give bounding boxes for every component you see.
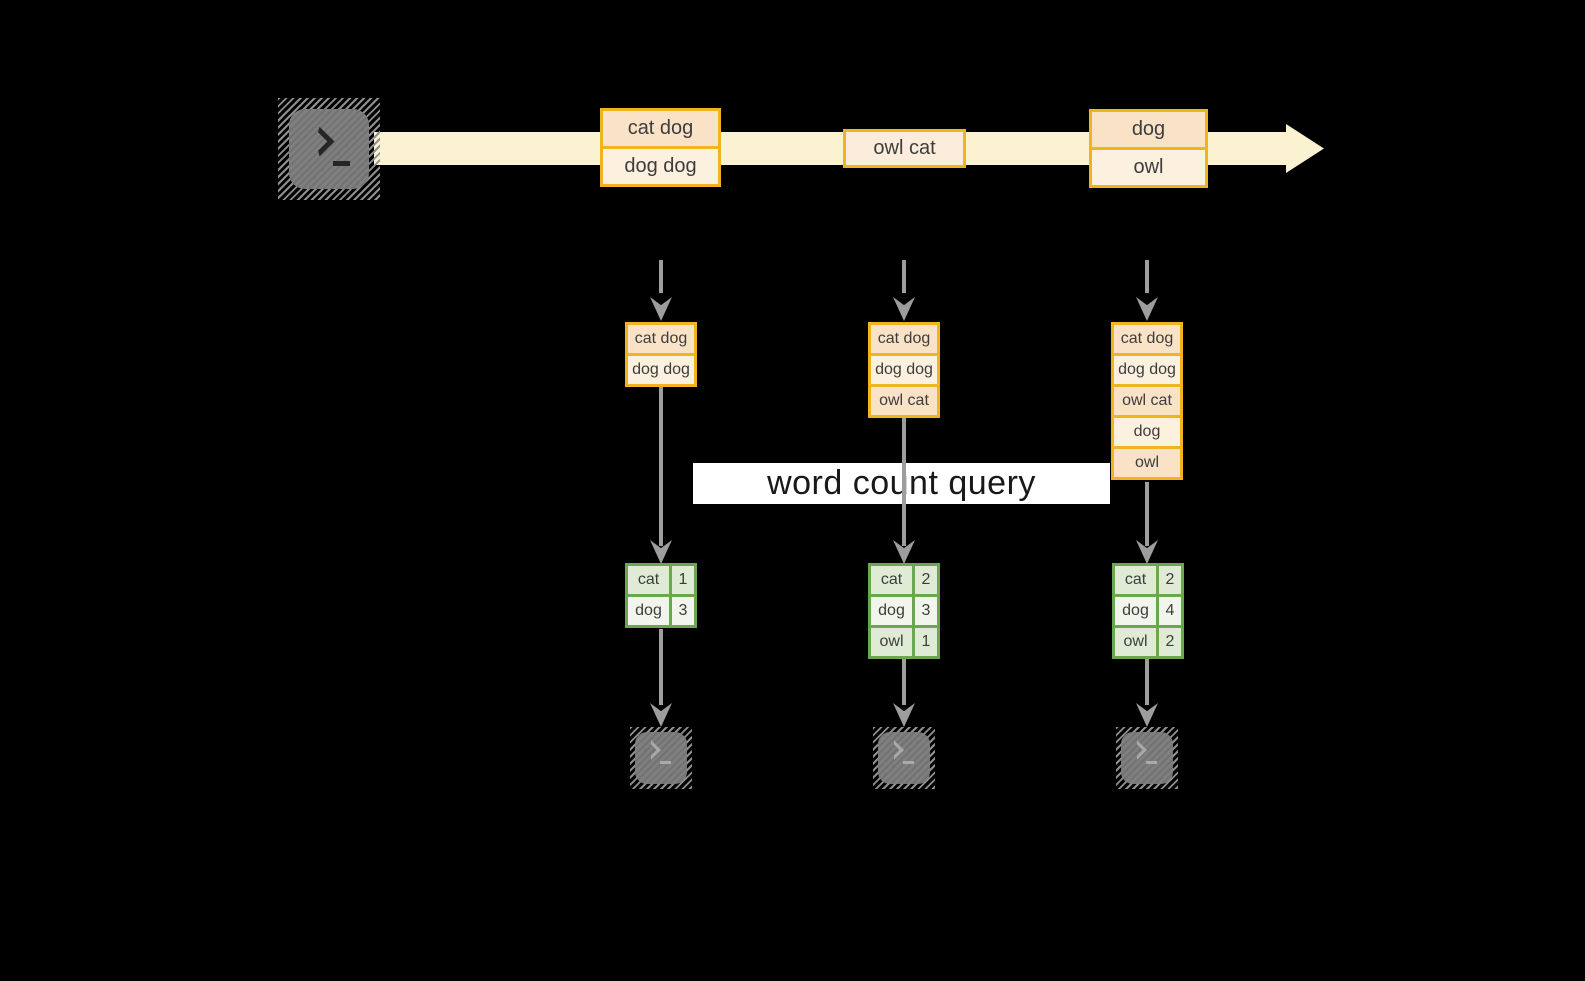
arrow-line [1145,482,1149,546]
buffer-row: owl cat [1114,384,1180,415]
batch-item: owl [1092,147,1205,185]
terminal-body [289,109,369,189]
word-cell: cat [871,566,915,594]
buffer-row: owl cat [871,384,937,415]
count-cell: 3 [915,597,937,625]
batch-item: cat dog [603,111,718,146]
dashed-arrow-line [659,260,663,293]
prompt-cursor-icon [1146,761,1157,764]
count-cell: 1 [672,566,694,594]
query-label-band: word count query [693,463,1110,504]
buffer-row: cat dog [871,325,937,353]
word-cell: owl [1115,628,1159,656]
word-cell: dog [628,597,672,625]
sink-terminal-icon [1116,727,1178,789]
count-cell: 1 [915,628,937,656]
count-table-1: cat 1 dog 3 [625,563,697,628]
prompt-cursor-icon [903,761,914,764]
stream-batch-3: dog owl [1089,109,1208,188]
prompt-chevron-icon [304,126,335,157]
arrowhead-icon [1136,297,1158,321]
stream-batch-2: owl cat [843,129,966,168]
dashed-arrow-line [902,260,906,293]
count-cell: 2 [1159,566,1181,594]
buffer-row: dog dog [628,353,694,384]
prompt-chevron-icon [1127,740,1147,760]
count-cell: 3 [672,597,694,625]
count-cell: 4 [1159,597,1181,625]
arrow-line [902,657,906,705]
buffer-stack-2: cat dog dog dog owl cat [868,322,940,418]
buffer-row: dog [1114,415,1180,446]
word-cell: owl [871,628,915,656]
prompt-cursor-icon [333,161,350,166]
buffer-stack-1: cat dog dog dog [625,322,697,387]
terminal-body [878,732,930,784]
arrowhead-icon [650,703,672,727]
sink-terminal-icon [873,727,935,789]
batch-item: owl cat [846,132,963,165]
arrow-line [1145,657,1149,705]
source-terminal-icon [278,98,380,200]
prompt-cursor-icon [660,761,671,764]
dashed-arrow-line [1145,260,1149,293]
arrowhead-icon [1136,703,1158,727]
word-cell: dog [1115,597,1159,625]
sink-terminal-icon [630,727,692,789]
batch-item: dog [1092,112,1205,147]
buffer-stack-3: cat dog dog dog owl cat dog owl [1111,322,1183,480]
count-cell: 2 [915,566,937,594]
buffer-row: cat dog [1114,325,1180,353]
buffer-row: dog dog [871,353,937,384]
prompt-chevron-icon [641,740,661,760]
arrow-line [902,418,906,546]
arrowhead-icon [893,703,915,727]
stream-arrowhead-icon [1286,124,1324,173]
stream-batch-1: cat dog dog dog [600,108,721,187]
batch-item: dog dog [603,146,718,184]
arrow-line [659,387,663,546]
count-table-3: cat 2 dog 4 owl 2 [1112,563,1184,659]
word-cell: cat [1115,566,1159,594]
buffer-row: dog dog [1114,353,1180,384]
arrowhead-icon [650,297,672,321]
word-cell: cat [628,566,672,594]
terminal-body [635,732,687,784]
terminal-body [1121,732,1173,784]
arrowhead-icon [893,297,915,321]
buffer-row: owl [1114,446,1180,477]
prompt-chevron-icon [884,740,904,760]
buffer-row: cat dog [628,325,694,353]
word-cell: dog [871,597,915,625]
count-table-2: cat 2 dog 3 owl 1 [868,563,940,659]
count-cell: 2 [1159,628,1181,656]
query-label: word count query [767,464,1036,502]
arrow-line [659,629,663,705]
